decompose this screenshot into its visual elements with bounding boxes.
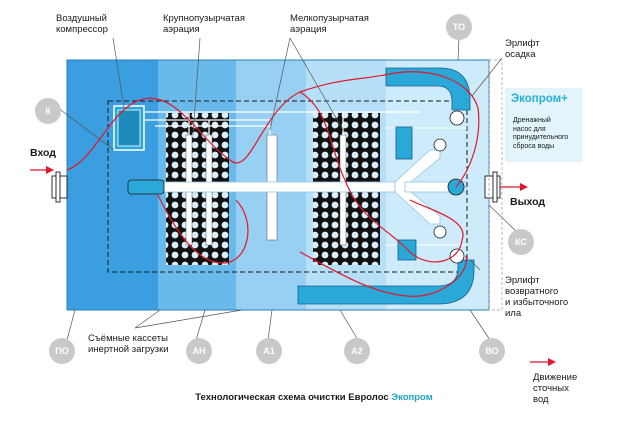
diagram-caption: Технологическая схема очистки Евролос Эк… (0, 392, 628, 403)
air-lines (145, 111, 420, 135)
airlift-head-bottom (449, 248, 465, 264)
valve-bottom (433, 225, 447, 239)
inlet-pipe-end (127, 179, 165, 195)
badge-po: ПО (49, 338, 75, 364)
label-sludge-airlift: Эрлифт осадка (505, 38, 540, 60)
label-air-compressor: Воздушный компрессор (56, 13, 108, 35)
flow-lines (30, 71, 552, 363)
flow-loop-an (157, 194, 249, 264)
label-outlet: Выход (510, 196, 546, 208)
caption-text: Технологическая схема очистки Евролос (195, 392, 389, 403)
ekoprom-dashed-outline (488, 59, 503, 311)
label-flow-legend: Движение сточных вод (533, 372, 578, 405)
caption-brand: Экопром (391, 392, 433, 403)
ekoprom-title: Экопром+ (511, 93, 568, 105)
badge-ks: КС (508, 229, 534, 255)
ekoprom-description: Дренажный насос для принудительного сбро… (513, 117, 569, 150)
inlet-arrowhead (46, 166, 54, 174)
label-return-airlift: Эрлифт возвратного и избыточного ила (505, 275, 569, 319)
flow-arrowheads (46, 166, 556, 366)
badge-a2: А2 (344, 338, 370, 364)
sludge-airlift-down (395, 126, 413, 160)
badge-k: К (35, 98, 61, 124)
valve-top (433, 138, 447, 152)
inlet-flange-ring (55, 171, 61, 203)
outlet-flange-ring (492, 171, 498, 203)
main-pipe (149, 181, 396, 193)
flow-return (299, 251, 468, 297)
label-coarse-aeration: Крупнопузырчатая аэрация (163, 13, 245, 35)
label-inlet: Вход (30, 147, 56, 159)
fork-outlet (404, 181, 466, 193)
leader-lines (57, 37, 519, 341)
badge-to: ТО (446, 14, 472, 40)
return-airlift-pipe (297, 259, 475, 305)
outlet-arrowhead (520, 183, 528, 191)
airlift-head-top (449, 110, 465, 126)
flow-main (66, 71, 480, 188)
outlet-flange (484, 175, 501, 199)
label-cassettes: Съёмные кассеты инертной загрузки (88, 333, 169, 355)
badge-a1: А1 (256, 338, 282, 364)
badge-vo: ВО (479, 338, 505, 364)
compressor-panel (117, 109, 141, 147)
flow-loop-a2 (299, 91, 464, 263)
distribution-fork (394, 149, 441, 225)
ekoprom-info-box: Экопром+ Дренажный насос для принудитель… (505, 88, 583, 162)
label-fine-aeration: Мелкопузырчатая аэрация (290, 13, 369, 35)
badge-an: АН (186, 338, 212, 364)
legend-arrowhead (548, 358, 556, 366)
